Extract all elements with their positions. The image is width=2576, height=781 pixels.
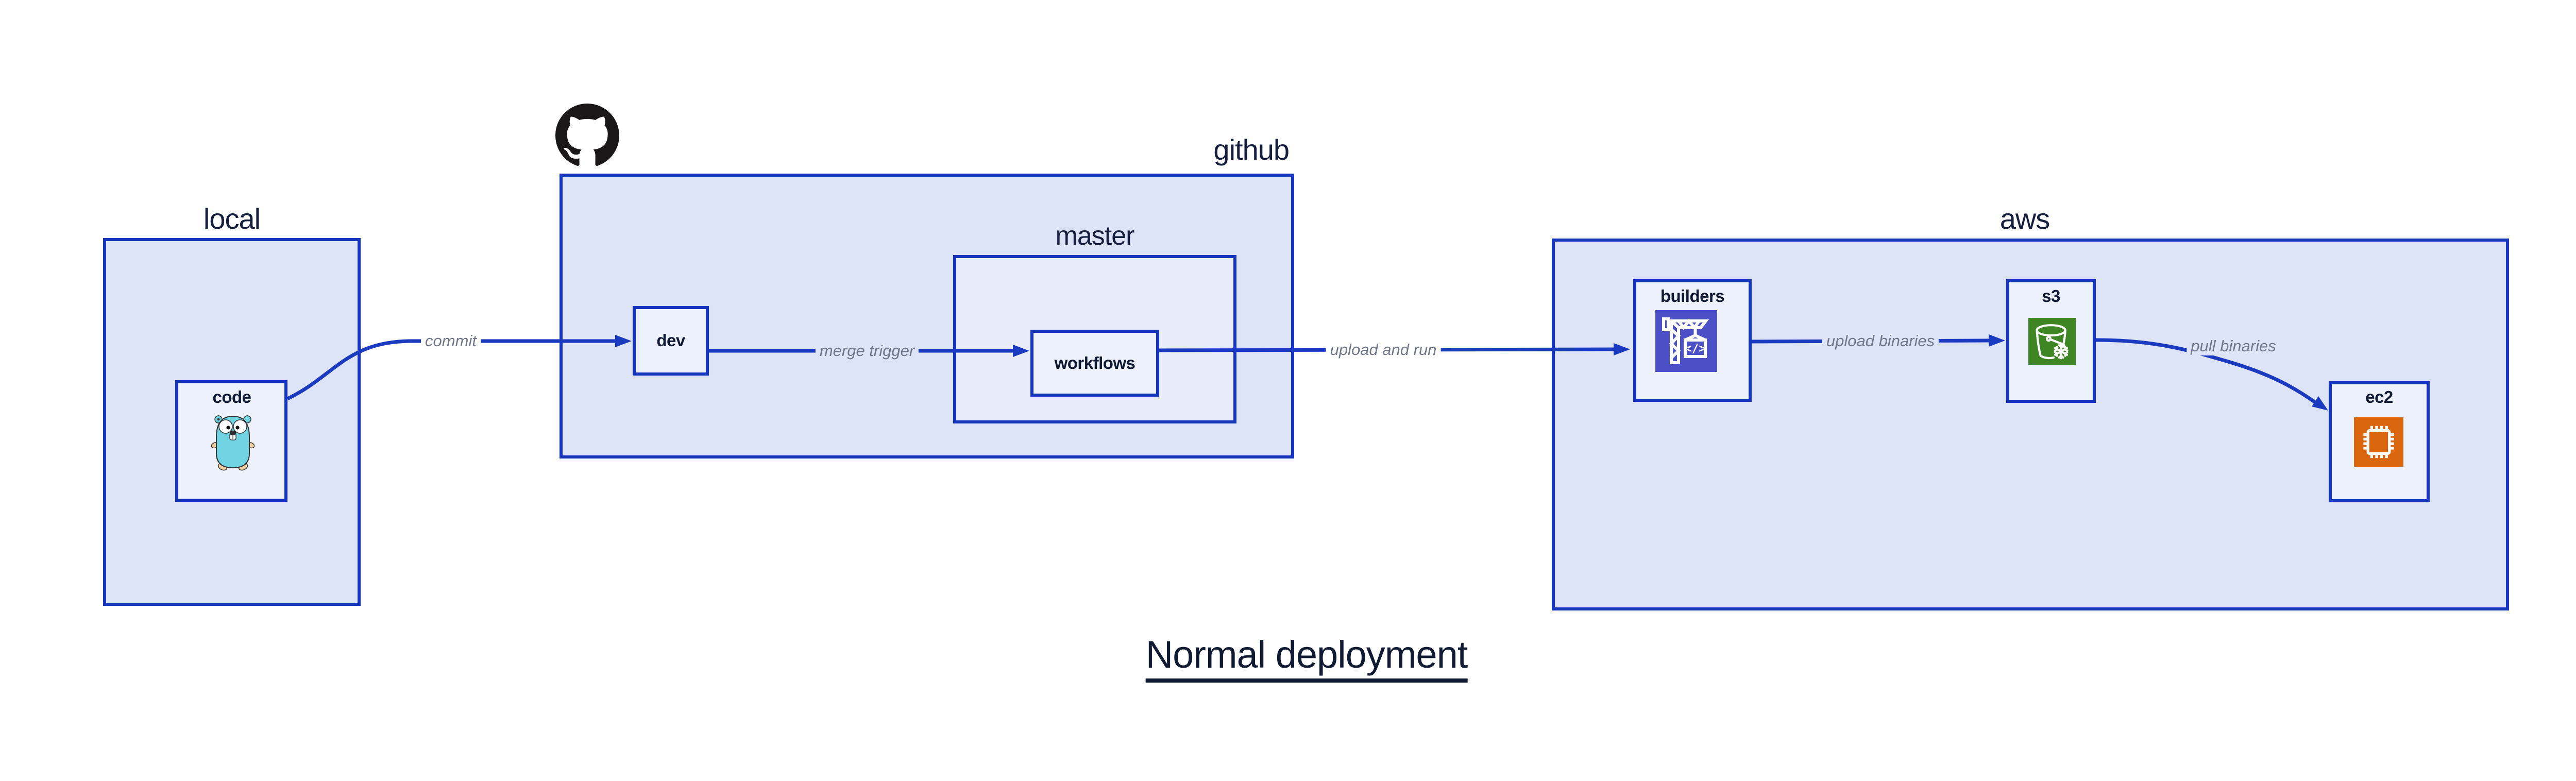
ec2-node-label: ec2 (2365, 387, 2393, 406)
master-container-label: master (1055, 221, 1135, 251)
upload-binaries-arrow-label: upload binaries (1822, 332, 1939, 350)
merge-trigger-arrow-label: merge trigger (815, 342, 919, 360)
diagram-title: Normal deployment (1145, 633, 1468, 683)
pull-binaries-arrow-label: pull binaries (2187, 337, 2280, 355)
codebuild-crane-icon: </> (1655, 310, 1717, 372)
builders-node-label: builders (1660, 286, 1725, 305)
dev-node-label: dev (656, 331, 685, 350)
upload-and-run-arrow-label: upload and run (1326, 341, 1441, 359)
github-octocat-icon (555, 104, 619, 167)
local-container-label: local (203, 202, 261, 235)
commit-arrow-label: commit (421, 332, 481, 350)
go-gopher-icon (211, 415, 255, 471)
node-workflows (1030, 330, 1159, 397)
ec2-chip-icon (2354, 417, 2403, 467)
workflows-node-label: workflows (1054, 353, 1136, 372)
svg-text:</>: </> (1685, 342, 1706, 355)
code-node-label: code (212, 387, 251, 406)
s3-bucket-snowflake-icon (2028, 318, 2076, 365)
node-builders (1633, 279, 1752, 402)
node-dev (633, 306, 709, 376)
aws-container-label: aws (1999, 202, 2050, 235)
s3-node-label: s3 (2042, 286, 2060, 305)
github-container-label: github (1213, 133, 1290, 166)
